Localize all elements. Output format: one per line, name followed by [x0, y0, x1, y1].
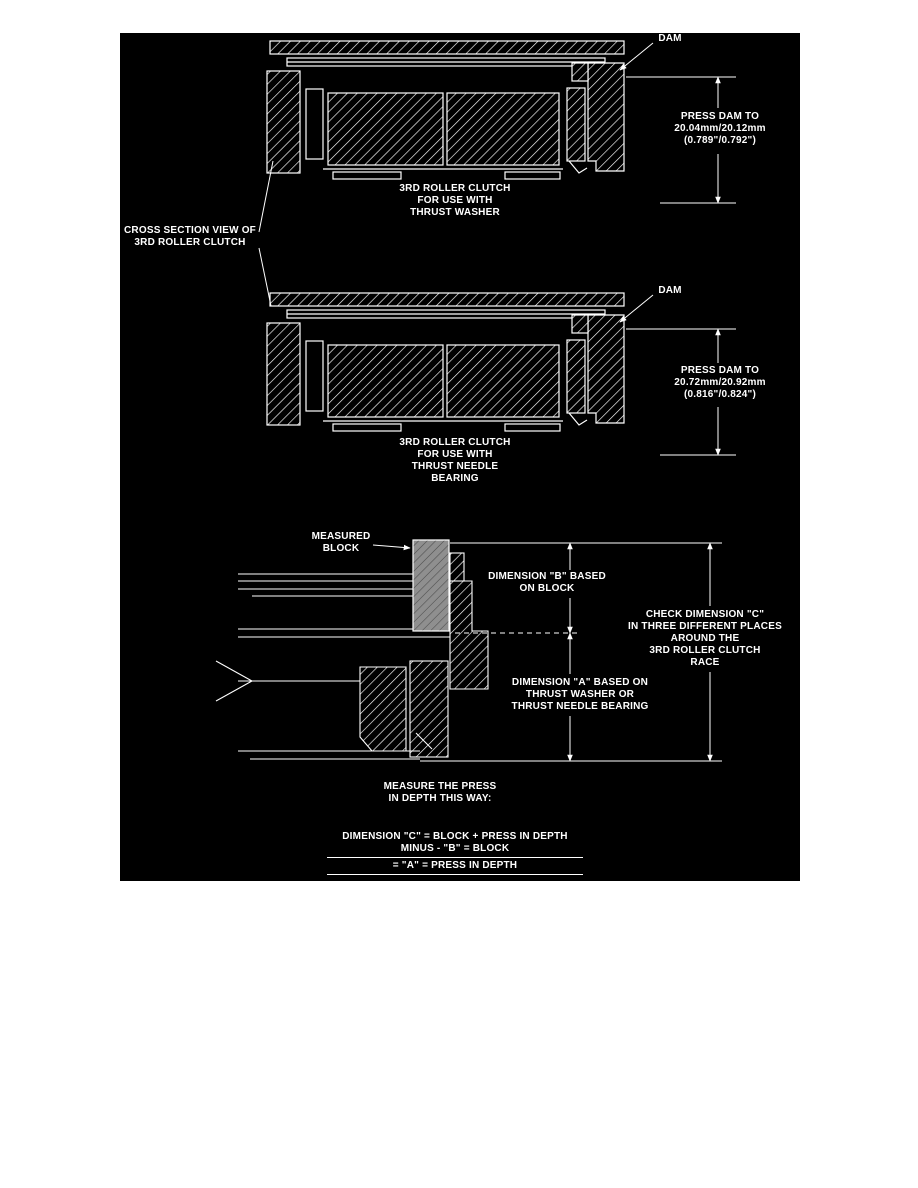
measure-press-note: MEASURE THE PRESS IN DEPTH THIS WAY:: [384, 781, 497, 805]
dimension-b-label: DIMENSION "B" BASED ON BLOCK: [488, 571, 606, 595]
cross-section-line2: 3RD ROLLER CLUTCH: [134, 237, 246, 248]
check-dimension-c-label: CHECK DIMENSION "C" IN THREE DIFFERENT P…: [628, 609, 782, 669]
press-dam-dimension-middle: PRESS DAM TO 20.72mm/20.92mm (0.816"/0.8…: [674, 365, 765, 401]
dim-a-line1: DIMENSION "A" BASED ON: [511, 677, 649, 688]
diagram-linework: [215, 40, 736, 762]
press-dam-mid-line1: PRESS DAM TO: [680, 365, 760, 376]
measured-block-shape: [412, 539, 450, 632]
measured-block-label: MEASURED BLOCK: [312, 531, 371, 555]
check-c-line4: 3RD ROLLER CLUTCH: [649, 645, 761, 656]
dam-label-middle: DAM: [658, 285, 682, 296]
measure-note-line1: MEASURE THE PRESS: [383, 781, 497, 792]
dimension-a-label: DIMENSION "A" BASED ON THRUST WASHER OR …: [512, 677, 649, 713]
check-c-line2: IN THREE DIFFERENT PLACES: [628, 621, 782, 632]
caption-mid-line3: THRUST NEEDLE: [411, 461, 499, 472]
press-dam-mid-line2: 20.72mm/20.92mm: [674, 377, 766, 388]
dim-b-line2: ON BLOCK: [519, 583, 575, 594]
measured-block-line2: BLOCK: [322, 543, 360, 554]
caption-top-line1: 3RD ROLLER CLUTCH: [399, 183, 511, 194]
press-dam-mid-line3: (0.816"/0.824"): [684, 389, 756, 400]
formula-line2: MINUS - "B" = BLOCK: [400, 843, 510, 854]
measured-block-line1: MEASURED: [311, 531, 371, 542]
caption-mid-line1: 3RD ROLLER CLUTCH: [399, 437, 511, 448]
press-dam-dimension-top: PRESS DAM TO 20.04mm/20.12mm (0.789"/0.7…: [674, 111, 765, 147]
check-c-line1: CHECK DIMENSION "C": [645, 609, 765, 620]
press-depth-formula: DIMENSION "C" = BLOCK + PRESS IN DEPTH M…: [327, 831, 583, 875]
caption-mid-line4: BEARING: [431, 473, 479, 484]
formula-line1: DIMENSION "C" = BLOCK + PRESS IN DEPTH: [342, 831, 568, 842]
dim-b-line1: DIMENSION "B" BASED: [488, 571, 606, 582]
caption-thrust-washer: 3RD ROLLER CLUTCH FOR USE WITH THRUST WA…: [399, 183, 510, 219]
dim-a-line2: THRUST WASHER OR: [525, 689, 635, 700]
press-dam-top-line3: (0.789"/0.792"): [684, 135, 756, 146]
diagram-panel: DAM PRESS DAM TO 20.04mm/20.12mm (0.789"…: [120, 33, 800, 881]
cross-section-line1: CROSS SECTION VIEW OF: [124, 225, 256, 236]
check-c-line3: AROUND THE: [670, 633, 740, 644]
caption-mid-line2: FOR USE WITH: [417, 449, 493, 460]
caption-top-line3: THRUST WASHER: [410, 207, 500, 218]
press-dam-top-line1: PRESS DAM TO: [680, 111, 760, 122]
measure-note-line2: IN DEPTH THIS WAY:: [388, 793, 492, 804]
cross-section-label: CROSS SECTION VIEW OF 3RD ROLLER CLUTCH: [124, 225, 256, 249]
check-c-line5: RACE: [690, 657, 720, 668]
caption-top-line2: FOR USE WITH: [417, 195, 493, 206]
dim-a-line3: THRUST NEEDLE BEARING: [511, 701, 649, 712]
formula-line3: = "A" = PRESS IN DEPTH: [327, 857, 583, 875]
press-dam-top-line2: 20.04mm/20.12mm: [674, 123, 766, 134]
dam-label-top: DAM: [658, 33, 682, 44]
caption-thrust-needle-bearing: 3RD ROLLER CLUTCH FOR USE WITH THRUST NE…: [399, 437, 510, 485]
